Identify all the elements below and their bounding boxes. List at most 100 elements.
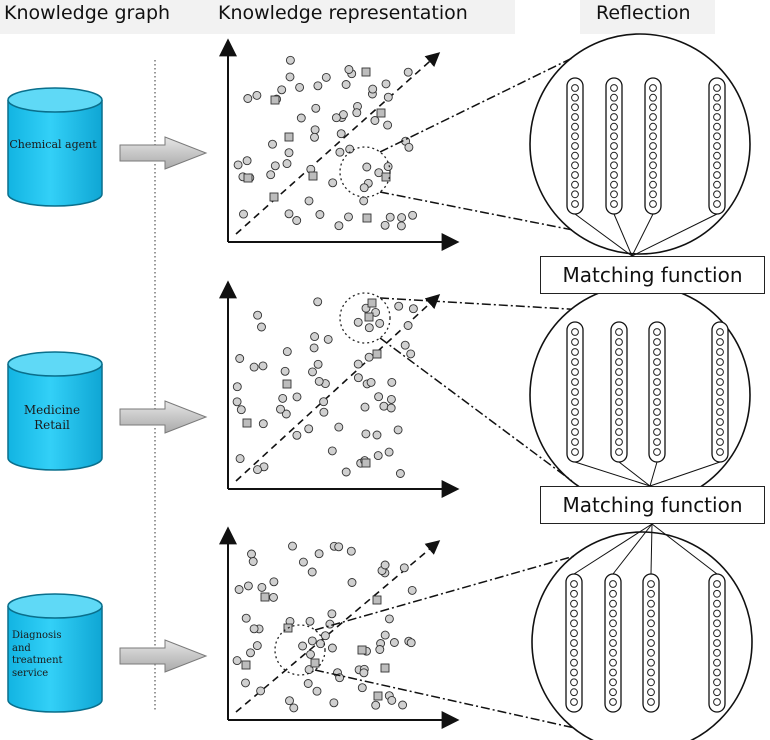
- scatter-circle: [403, 321, 413, 330]
- vector-node: [571, 180, 579, 189]
- scatter-circle: [336, 129, 346, 139]
- scatter-circle: [232, 382, 242, 392]
- scatter-circle: [359, 196, 369, 206]
- vector-node: [716, 368, 724, 376]
- vector-node: [649, 151, 657, 160]
- projection-line: [314, 555, 575, 631]
- reflection-ellipse: [531, 531, 753, 740]
- reflection-ellipse: [529, 33, 751, 255]
- vector-node: [610, 200, 618, 208]
- scatter-circle: [321, 72, 331, 82]
- scatter-circle: [278, 393, 288, 403]
- vector-node: [610, 132, 618, 141]
- vector-node: [649, 142, 657, 150]
- connector-line: [649, 461, 721, 487]
- focus-circle: [274, 624, 326, 676]
- scatter-circle: [380, 630, 390, 640]
- vector-node: [647, 619, 655, 628]
- scatter-square: [372, 349, 382, 359]
- vector-node: [716, 398, 724, 406]
- vector-node: [570, 629, 578, 638]
- vector-node: [713, 589, 721, 598]
- scatter-circle: [308, 367, 317, 377]
- scatter-circle: [311, 103, 321, 113]
- vector-node: [716, 388, 724, 396]
- matching-function-box-2: Matching function: [540, 486, 765, 524]
- scatter-square: [362, 213, 372, 223]
- vector-node: [653, 338, 661, 346]
- scatter-square: [308, 171, 318, 181]
- scatter-circle: [395, 469, 405, 478]
- vector-node: [713, 142, 721, 150]
- scatter-circle: [387, 695, 397, 705]
- vector-node: [570, 688, 578, 697]
- scatter-circle: [329, 698, 339, 708]
- projection-line: [314, 669, 574, 729]
- scatter-square: [364, 312, 374, 322]
- scatter-circle: [310, 332, 320, 342]
- connector-line: [573, 523, 653, 575]
- scatter-circle: [334, 422, 344, 432]
- vector-node: [713, 122, 721, 131]
- scatter-circle: [383, 162, 393, 172]
- scatter-circle: [389, 638, 399, 647]
- scatter-circle: [319, 407, 329, 417]
- row-group: [7, 523, 753, 740]
- scatter-circle: [385, 212, 395, 222]
- scatter-circle: [384, 447, 394, 457]
- scatter-square: [372, 595, 382, 605]
- scatter-circle: [314, 549, 324, 559]
- scatter-circle: [344, 212, 353, 222]
- vector-node: [610, 103, 618, 112]
- scatter-circle: [384, 614, 394, 624]
- scatter-circle: [242, 156, 252, 166]
- scatter-circle: [383, 120, 393, 130]
- scatter-circle: [285, 55, 295, 65]
- scatter-circle: [235, 354, 245, 363]
- scatter-circle: [292, 430, 302, 440]
- connector-line: [631, 213, 654, 257]
- vector-node: [716, 328, 724, 336]
- scatter-circle: [357, 683, 367, 693]
- vector-node: [571, 428, 579, 436]
- cylinder-body: [7, 100, 103, 207]
- scatter-circle: [304, 196, 314, 206]
- scatter-circle: [327, 446, 337, 456]
- header-reflection: Reflection: [596, 2, 691, 24]
- scatter-square: [242, 418, 252, 428]
- scatter-circle: [375, 318, 385, 328]
- scatter-square: [260, 592, 270, 602]
- scatter-circle: [371, 307, 381, 317]
- scatter-circle: [285, 696, 294, 706]
- vector-node: [713, 180, 721, 189]
- vector-node: [571, 348, 579, 356]
- scatter-circle: [247, 549, 256, 559]
- scatter-circle: [313, 81, 323, 91]
- scatter-circle: [239, 209, 248, 219]
- scatter-circle: [241, 678, 250, 688]
- scatter-circle: [335, 147, 345, 157]
- scatter-circle: [370, 116, 380, 125]
- vector-node: [653, 448, 661, 456]
- vector-node: [713, 678, 721, 687]
- scatter-circle: [360, 402, 370, 412]
- block-arrow: [119, 136, 208, 170]
- scatter-circle: [341, 467, 351, 477]
- vector-node: [615, 398, 623, 406]
- connector-line: [574, 213, 633, 257]
- connector-line: [574, 461, 651, 487]
- vector-node: [649, 171, 657, 179]
- vector-node: [647, 678, 655, 687]
- vector-node: [615, 338, 623, 346]
- vector-node: [649, 93, 657, 102]
- scatter-square: [361, 458, 371, 468]
- scatter-circle: [289, 703, 299, 713]
- scatter-circle: [280, 366, 290, 376]
- vector-node: [647, 698, 655, 706]
- scatter-circle: [277, 85, 287, 95]
- scatter-circle: [305, 616, 315, 626]
- vector-node: [647, 668, 655, 677]
- scatter-square: [269, 192, 279, 202]
- vector-node: [571, 200, 579, 208]
- vector-node: [570, 589, 578, 598]
